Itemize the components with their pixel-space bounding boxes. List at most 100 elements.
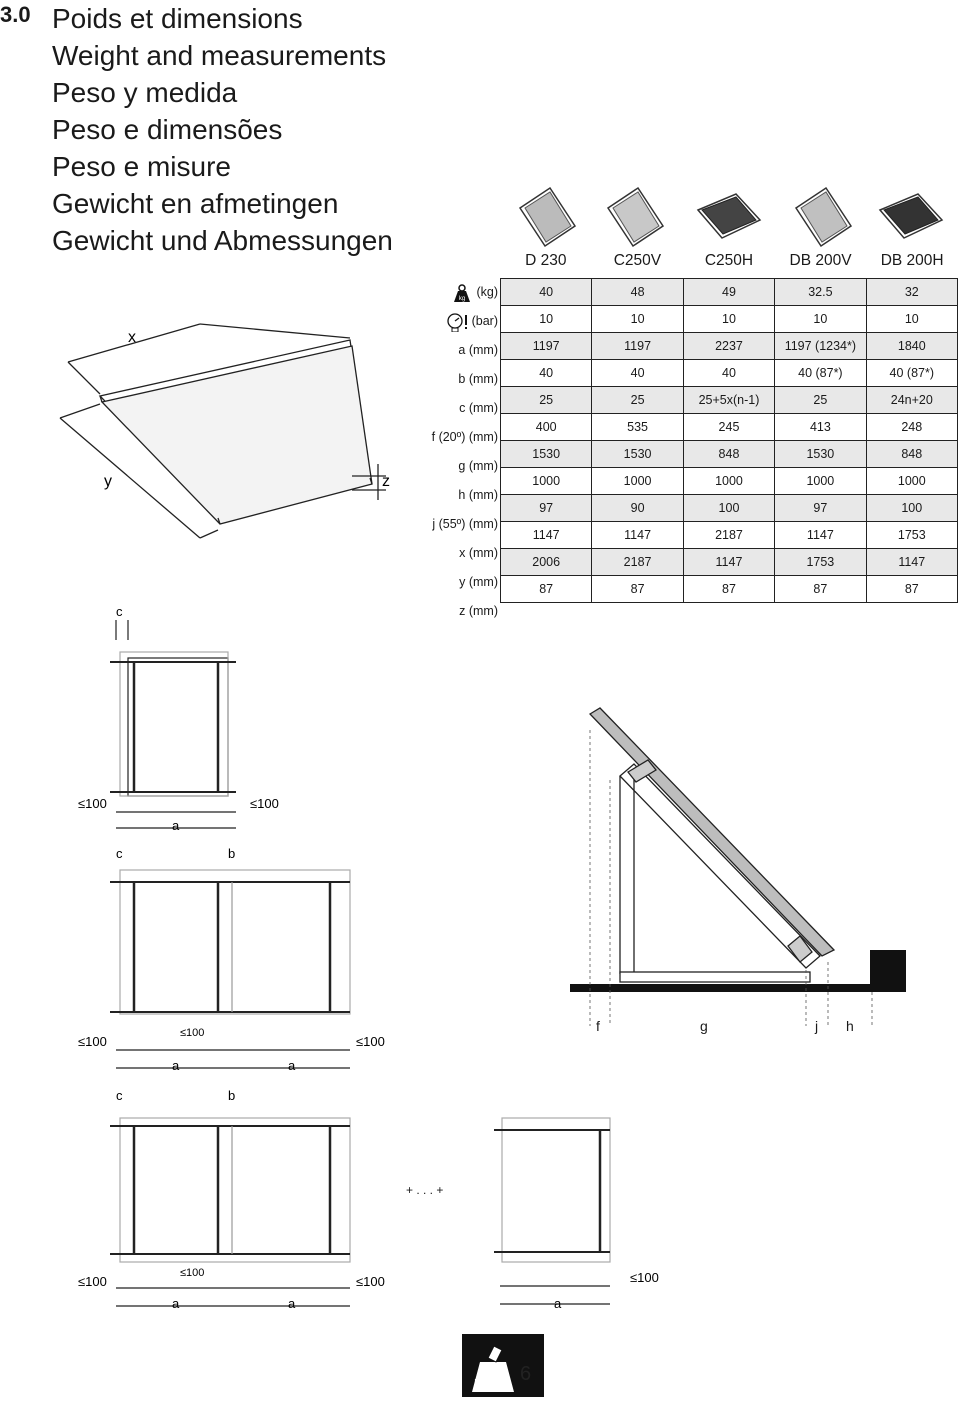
- table-cell: 1530: [774, 440, 867, 468]
- dim-a-label: a: [288, 1058, 296, 1073]
- table-cell: 87: [499, 575, 593, 603]
- title-pt: Peso e dimensões: [52, 114, 283, 145]
- dim-le100-label: ≤100: [250, 796, 279, 811]
- model-name: DB 200H: [880, 252, 944, 269]
- row-label: c (mm): [459, 401, 498, 415]
- row-label: b (mm): [458, 372, 498, 386]
- table-cell: 32.5: [774, 278, 867, 306]
- table-cell: 1000: [865, 467, 959, 495]
- table-cell: 848: [865, 440, 959, 468]
- table-cell: 1197 (1234*): [774, 332, 867, 360]
- table-cell: 400: [499, 413, 593, 441]
- pressure-gauge-icon: [446, 313, 467, 333]
- row-label: f (20º) (mm): [431, 430, 498, 444]
- model-name: D 230: [525, 252, 567, 269]
- dim-le100-label: ≤100: [78, 1274, 107, 1289]
- dim-le100-label: ≤100: [630, 1270, 659, 1285]
- table-cell: 100: [865, 494, 959, 522]
- dim-a-label: a: [288, 1296, 296, 1311]
- table-cell: 2187: [591, 548, 684, 576]
- model-name: DB 200V: [789, 252, 852, 269]
- dim-le100-label: ≤100: [356, 1034, 385, 1049]
- table-cell: 32: [865, 278, 959, 306]
- model-header-row: D 230 C250V C250H DB 200V DB 200H: [500, 252, 958, 278]
- title-fr: Poids et dimensions: [52, 3, 303, 34]
- row-label: kg (kg): [410, 278, 498, 307]
- dim-b-label: b: [228, 1088, 235, 1103]
- table-cell: 1197: [499, 332, 593, 360]
- table-cell: 1147: [682, 548, 776, 576]
- dim-c-label: c: [116, 1088, 123, 1103]
- collector-thumbnails: [518, 186, 944, 248]
- collector-c250v-image: [606, 186, 665, 248]
- dim-c-label: c: [116, 604, 123, 619]
- dim-le100-label: ≤100: [180, 1267, 204, 1279]
- table-cell: 25: [591, 386, 684, 414]
- title-it: Peso e misure: [52, 151, 231, 182]
- table-cell: 40: [591, 359, 684, 387]
- table-cell: 413: [774, 413, 867, 441]
- repeat-ellipsis: + . . . +: [406, 1183, 444, 1197]
- dim-le100-label: ≤100: [78, 1034, 107, 1049]
- dim-a-label: a: [554, 1296, 562, 1311]
- section-number: 3.0: [0, 2, 31, 27]
- weight-kg-icon: kg: [454, 283, 471, 302]
- row-labels: kg (kg) (bar) a (mm) b (mm) c (mm) f (20…: [410, 278, 498, 626]
- table-cell: 2237: [682, 332, 776, 360]
- table-cell: 848: [682, 440, 776, 468]
- row-label: g (mm): [458, 459, 498, 473]
- dim-h-label: h: [846, 1018, 854, 1034]
- collector-isometric-drawing: x y z: [59, 323, 390, 539]
- dim-le100-label: ≤100: [356, 1274, 385, 1289]
- table-cell: 1000: [591, 467, 684, 495]
- table-cell: 87: [774, 575, 867, 603]
- title-es: Peso y medida: [52, 77, 238, 108]
- collector-c250h-image: [696, 193, 762, 239]
- table-cell: 25+5x(n-1): [682, 386, 776, 414]
- collector-db200v-image: [794, 186, 853, 248]
- dim-a-label: a: [172, 818, 180, 833]
- collector-d230-image: [518, 186, 577, 248]
- mounting-layout-diagrams: c ≤100 ≤100 a c b ≤100 ≤100 ≤100 a a c b…: [78, 604, 385, 1311]
- table-cell: 97: [499, 494, 593, 522]
- table-cell: 10: [591, 305, 684, 333]
- table-cell: 10: [865, 305, 959, 333]
- model-name: C250V: [613, 252, 662, 269]
- table-cell: 40: [499, 359, 593, 387]
- table-cell: 40: [499, 278, 593, 306]
- row-label: a (mm): [458, 343, 498, 357]
- table-cell: 87: [591, 575, 684, 603]
- table-cell: 245: [682, 413, 776, 441]
- table-cell: 10: [682, 305, 776, 333]
- dim-a-label: a: [172, 1058, 180, 1073]
- dim-le100-label: ≤100: [180, 1027, 204, 1039]
- row-label: h (mm): [458, 488, 498, 502]
- table-cell: 1147: [865, 548, 959, 576]
- table-cell: 1000: [499, 467, 593, 495]
- row-label: y (mm): [459, 575, 498, 589]
- table-cell: 2187: [682, 521, 776, 549]
- table-cell: 40 (87*): [865, 359, 959, 387]
- dim-le100-label: ≤100: [78, 796, 107, 811]
- row-label: x (mm): [459, 546, 498, 560]
- dimension-z-label: z: [382, 473, 390, 490]
- dimension-y-label: y: [104, 473, 112, 490]
- table-cell: 40 (87*): [774, 359, 867, 387]
- table-cell: 25: [774, 386, 867, 414]
- model-name: C250H: [704, 252, 754, 269]
- title-en: Weight and measurements: [52, 40, 387, 71]
- table-cell: 10: [499, 305, 593, 333]
- row-label: (bar): [410, 307, 498, 336]
